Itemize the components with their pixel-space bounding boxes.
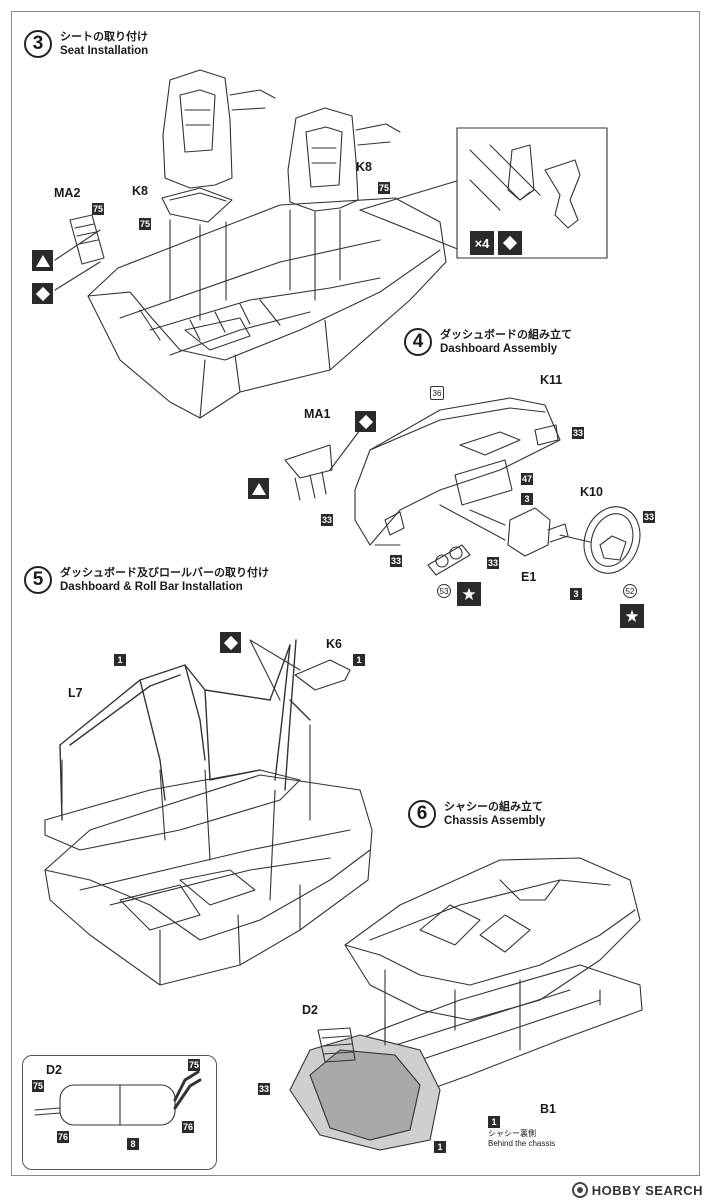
step3-seat-left [161,69,276,223]
note-jp: シャシー裏側 [488,1129,536,1138]
color-code-center-3: 3 [521,493,533,505]
step4-steering-wheel [559,506,641,574]
color-code-vent: 33 [390,555,403,567]
color-code-cage: 1 [114,654,126,666]
diamond-symbol-icon [220,632,241,653]
color-code-seat-left: 75 [139,218,152,230]
ma2-decal-lines [74,223,99,245]
step-title-en: Seat Installation [60,45,149,57]
part-label-b1: B1 [540,1102,556,1116]
inset-color-75-right: 75 [188,1059,201,1071]
color-code-e1: 33 [487,557,500,569]
step3-guides [54,179,461,321]
inset-color-76-left: 76 [57,1131,70,1143]
color-code-floor: 33 [258,1083,271,1095]
color-code-dash-right: 33 [572,427,585,439]
note-en: Behind the chassis [488,1139,556,1148]
color-code-ma2: 75 [92,203,105,215]
triangle-symbol-icon [248,478,269,499]
step-number: 6 [408,800,436,828]
part-label-k8-right: K8 [356,160,372,174]
decal-number-horn: 52 [623,584,637,598]
step-title-en: Dashboard Assembly [440,343,558,355]
step5-dashboard [44,769,301,851]
inset-color-76-right: 76 [182,1121,195,1133]
diamond-symbol-icon [498,231,522,255]
inset-label-d2: D2 [46,1063,62,1077]
color-code-wheel-3: 3 [570,588,582,600]
step6-guides [384,969,521,1051]
ma2-decal [69,214,105,265]
step3-seat-right [287,107,401,212]
hobby-search-logo-icon [571,1182,588,1198]
step-title-jp: シャシーの組み立て [444,801,543,813]
color-code-underside: 1 [488,1116,500,1128]
step3-body-tub [87,197,447,419]
part-label-l7: L7 [68,686,83,700]
quantity-multiplier: ×4 [470,231,494,255]
part-label-k11: K11 [540,373,563,387]
inset-color-75-left: 75 [32,1080,45,1092]
step4-ma1-decal [284,429,361,501]
color-code-floor-1: 1 [434,1141,446,1153]
step-title-jp: ダッシュボード及びロールバーの取り付け [60,567,269,579]
color-code-dash-top: 36 [430,386,444,400]
part-label-d2: D2 [302,1003,318,1017]
watermark-text: HOBBY SEARCH [591,1182,703,1198]
triangle-symbol-icon [32,250,53,271]
step-title-en: Chassis Assembly [444,815,546,827]
diamond-symbol-icon [355,411,376,432]
star-symbol-icon: ★ [457,582,481,606]
step6-wheel-well [289,1034,441,1151]
color-code-seat-right: 75 [378,182,391,194]
inset-muffler-art [34,1070,202,1126]
step-3-header: 3 シートの取り付け Seat Installation [24,30,148,58]
step-4-header: 4 ダッシュボードの組み立て Dashboard Assembly [404,328,572,356]
color-code-wheel: 33 [643,511,656,523]
step-title-jp: ダッシュボードの組み立て [440,329,572,341]
step4-gauge-decal [427,544,471,576]
step-6-header: 6 シャシーの組み立て Chassis Assembly [408,800,545,828]
part-label-ma1: MA1 [304,407,331,421]
color-code-ma1: 33 [321,514,334,526]
step-number: 5 [24,566,52,594]
step5-body-tub [44,774,373,986]
step-number: 3 [24,30,52,58]
part-label-ma2: MA2 [54,186,81,200]
part-label-k6: K6 [326,637,342,651]
part-label-e1: E1 [521,570,537,584]
step-title-en: Dashboard & Roll Bar Installation [60,581,243,593]
color-code-k6: 1 [353,654,365,666]
step5-guides [61,724,311,901]
part-label-k8-left: K8 [132,184,148,198]
step-title-jp: シートの取り付け [60,31,148,43]
step-5-header: 5 ダッシュボード及びロールバーの取り付け Dashboard & Roll B… [24,566,269,594]
star-symbol-icon: ★ [620,604,644,628]
step4-dashboard [354,397,561,546]
step-number: 4 [404,328,432,356]
step5-roll-cage [59,639,311,821]
watermark: HOBBY SEARCH [571,1182,703,1198]
step4-steering-column [439,504,569,557]
color-code-center-47: 47 [521,473,534,485]
behind-chassis-note: シャシー裏側 Behind the chassis [488,1129,555,1149]
muffler-inset-frame [22,1055,217,1170]
inset-color-8: 8 [127,1138,139,1150]
step5-k6-part [249,639,351,701]
seat-detail-art [469,144,581,229]
decal-number-gauge: 53 [437,584,451,598]
step6-upper-body [344,857,641,1021]
part-label-k10: K10 [580,485,603,499]
page-frame [11,11,700,1176]
step6-d2-part [317,1027,356,1063]
diamond-symbol-icon [32,283,53,304]
